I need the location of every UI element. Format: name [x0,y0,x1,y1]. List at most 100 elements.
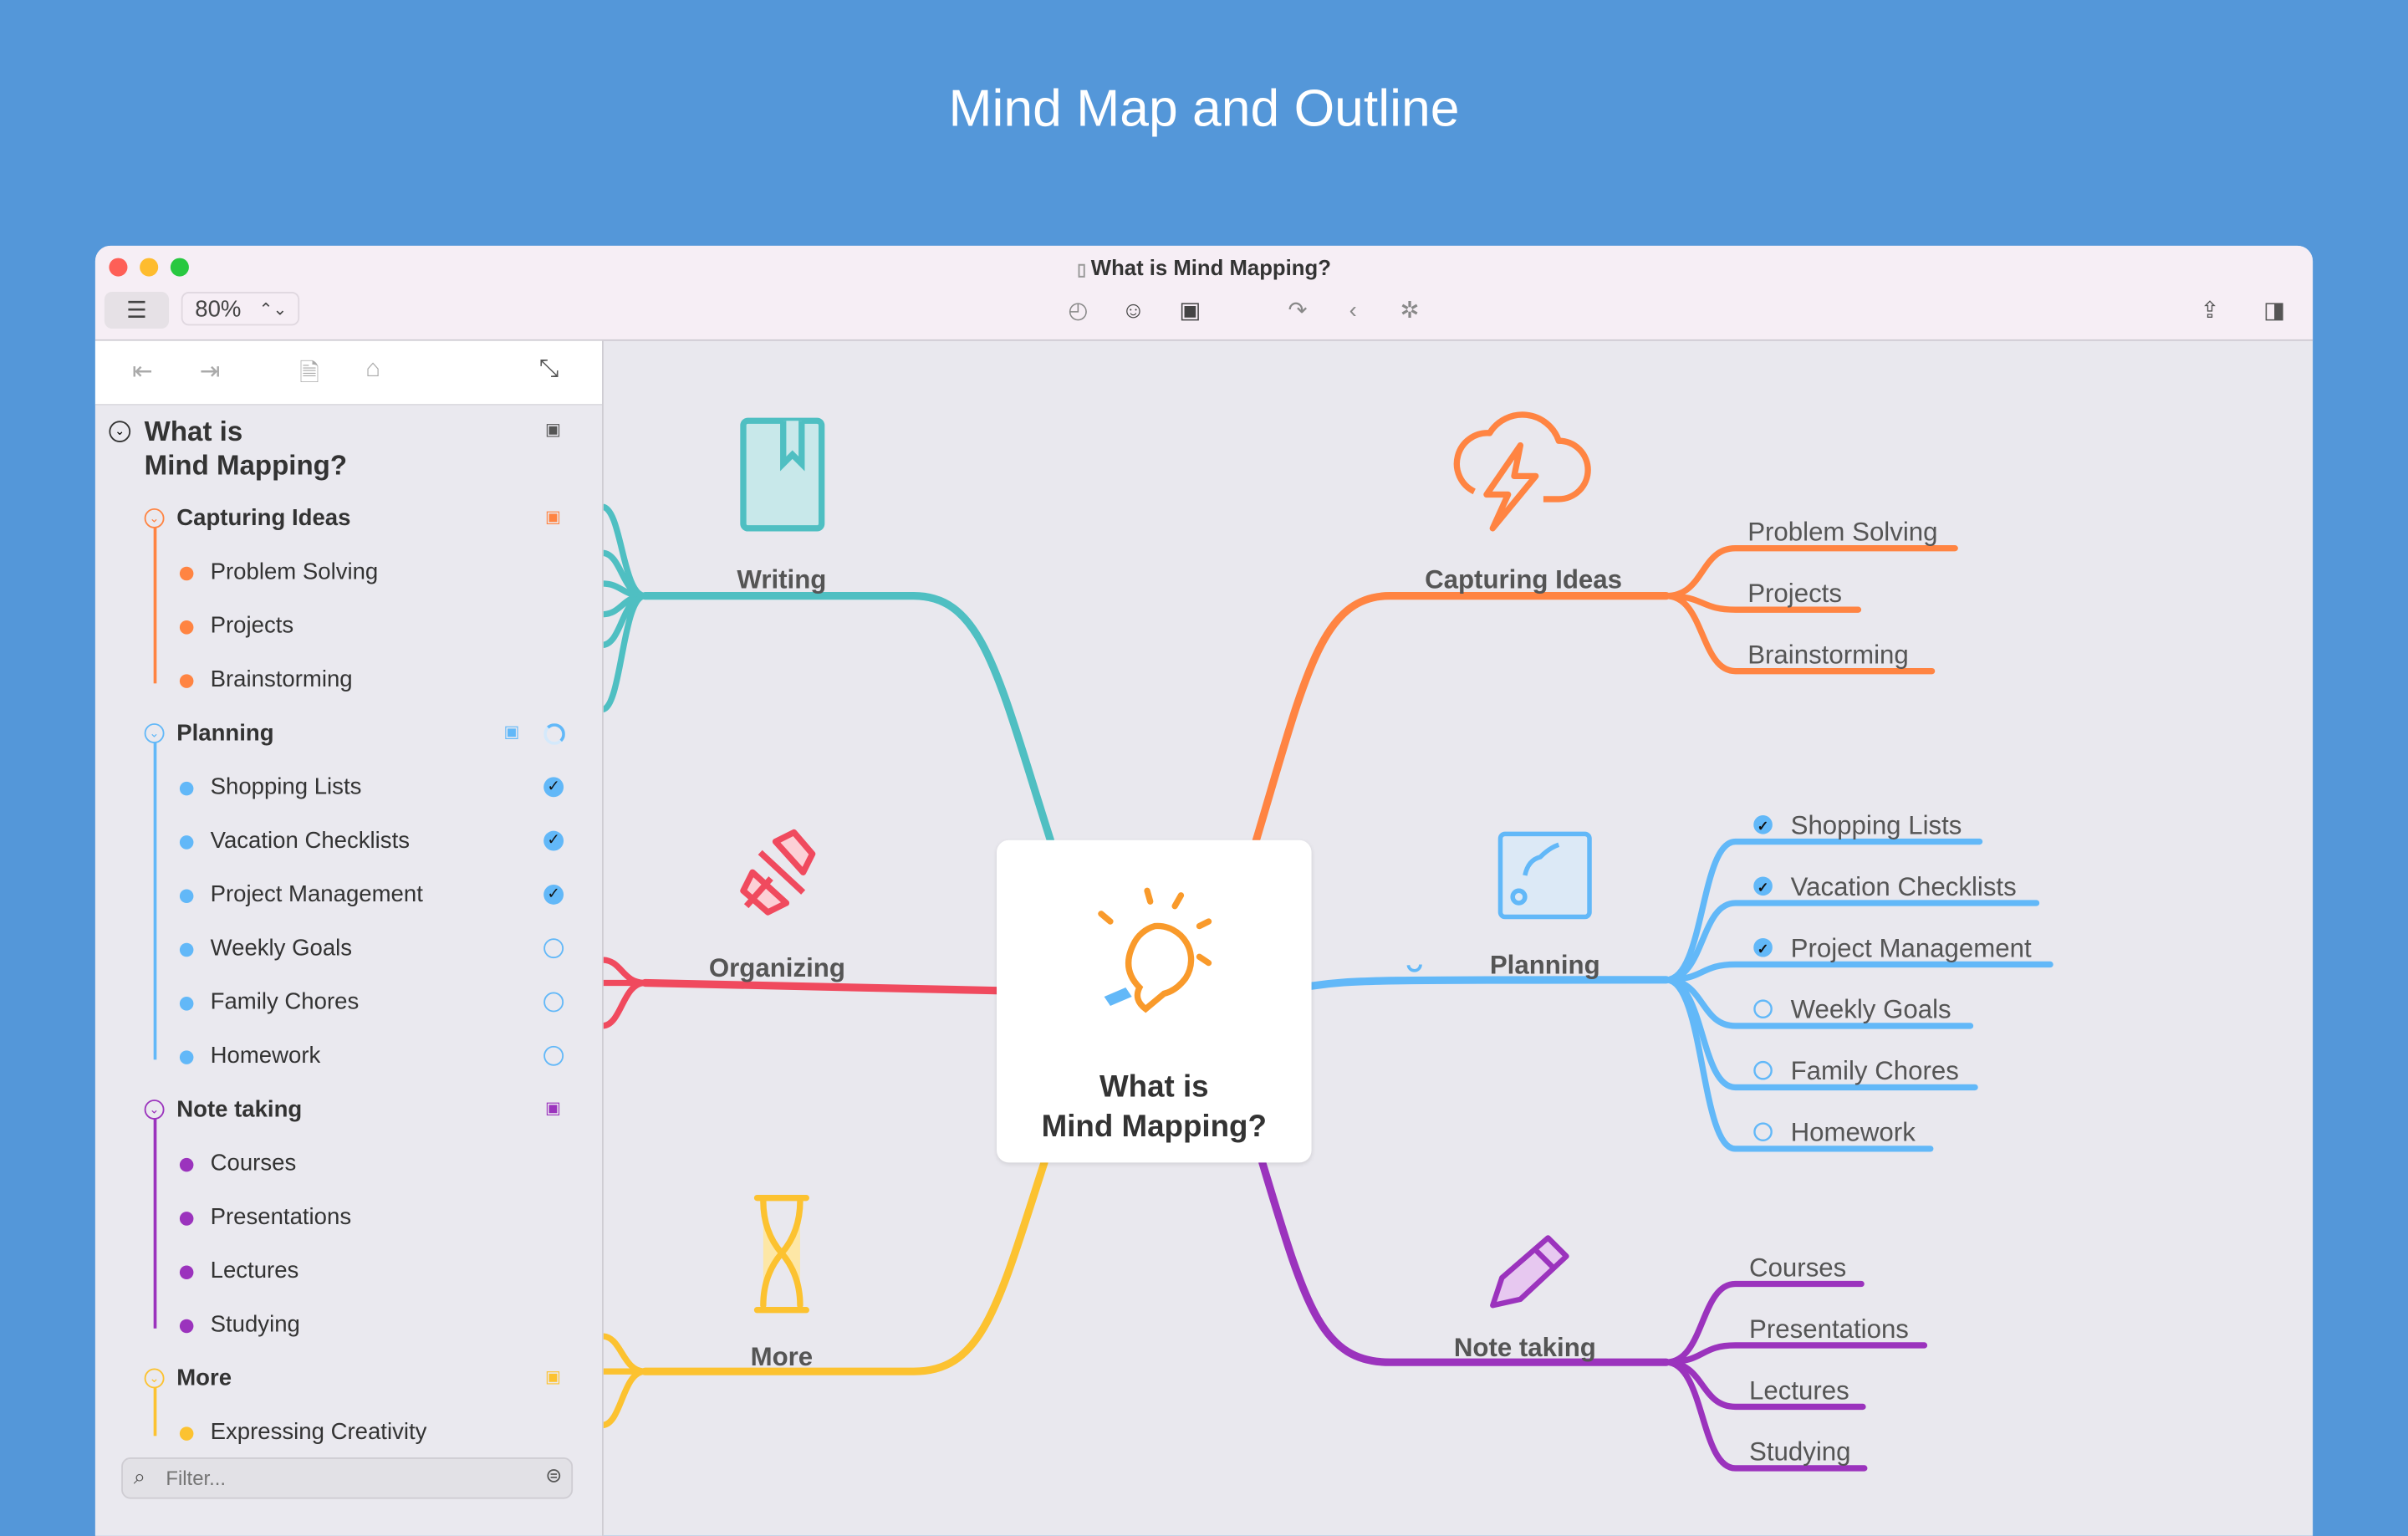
outline-toolbar: ⇤ ⇥ 🗎 ⌂ ⤡ [94,340,602,406]
unchecked-checkbox[interactable] [1753,999,1773,1019]
back-icon[interactable]: ‹ [1349,297,1357,324]
outline-item[interactable]: Presentations [95,1195,602,1241]
collapse-icon[interactable]: ⌄ [144,723,165,743]
outline-toggle-button[interactable]: ☰ [104,291,170,329]
unchecked-checkbox[interactable] [543,938,564,959]
outline-group-label: Planning [176,720,274,747]
outline-group-line [153,1118,157,1329]
filter-input[interactable] [162,1465,523,1492]
minimize-button[interactable] [140,258,159,277]
outline-item[interactable]: Problem Solving [95,550,602,596]
outline-root[interactable]: ⌄What is Mind Mapping?▣ [95,415,602,499]
outdent-icon[interactable]: ⇤ [131,359,153,386]
unchecked-checkbox[interactable] [1753,1060,1773,1080]
bullet-icon [179,781,194,796]
checked-checkbox[interactable]: ✓ [543,884,564,905]
outline-item-label: Presentations [210,1203,352,1231]
subtopic[interactable]: Problem Solving [1747,518,1937,547]
task-icon[interactable]: ◴ [1068,298,1089,324]
share-icon[interactable]: ⇪ [2200,298,2220,324]
branch-line [1663,1359,1868,1472]
filter-options-icon[interactable]: ⊜ [545,1463,563,1487]
branch-more [640,1158,1048,1375]
outline-item[interactable]: Courses [95,1141,602,1187]
outline-group-row[interactable]: ⌄ Planning ▣ [95,711,602,757]
subtopic[interactable]: Family Chores [1791,1056,1959,1085]
expand-icon[interactable]: ⤡ [538,356,559,383]
bullet-icon [179,1319,194,1334]
subtopic[interactable]: Homework [1791,1118,1916,1147]
image-icon: ▣ [503,723,520,742]
topic-planning[interactable]: Planning [1490,950,1600,979]
outline-group-row[interactable]: ⌄More▣ [95,1356,602,1402]
outline-group-row[interactable]: ⌄Capturing Ideas▣ [95,496,602,542]
unchecked-checkbox[interactable] [1753,1122,1773,1141]
checked-checkbox[interactable] [1753,815,1773,834]
topic-more[interactable]: More [751,1342,814,1371]
progress-ring-icon [543,723,565,745]
outline-item[interactable]: Family Chores [95,980,602,1026]
outline-item[interactable]: Expressing Creativity [95,1410,602,1456]
outline-item[interactable]: Projects [95,604,602,650]
collapse-icon[interactable]: ⌄ [144,508,165,528]
subtopic[interactable]: Lectures [1749,1375,1849,1405]
outline-item-label: Project Management [210,881,423,908]
note-icon[interactable]: 🗎 [299,360,319,387]
inspector-icon[interactable]: ◨ [2263,298,2286,324]
unchecked-checkbox[interactable] [543,992,564,1013]
topic-note-taking[interactable]: Note taking [1454,1333,1596,1362]
outline-item[interactable]: Homework [95,1033,602,1079]
outline-item-label: Brainstorming [210,666,353,693]
subtopic[interactable]: Brainstorming [1747,640,1909,669]
outline-item[interactable]: Vacation Checklists✓ [95,819,602,865]
subtopic[interactable]: Weekly Goals [1791,995,1951,1024]
filter-field[interactable]: ⌕ ⊜ [121,1457,574,1499]
checked-checkbox[interactable]: ✓ [543,777,564,798]
outline-item-label: Lectures [210,1258,299,1284]
subtopic[interactable]: Studying [1749,1437,1851,1467]
outline-item[interactable]: Project Management ✓ [95,872,602,918]
subtopic[interactable]: Projects [1747,579,1842,608]
topic-writing[interactable]: Writing [737,564,826,594]
bullet-icon [179,942,194,957]
unchecked-checkbox[interactable] [543,1045,564,1066]
subtopic[interactable]: Project Management [1791,933,2032,962]
subtopic[interactable]: Shopping Lists [1791,810,1962,839]
outline-group-row[interactable]: ⌄Note taking▣ [95,1087,602,1133]
outline-item[interactable]: Weekly Goals [95,926,602,972]
zoom-window-button[interactable] [170,258,189,277]
bullet-icon [179,1050,194,1064]
outline-group-line [153,1386,157,1436]
subtopic[interactable]: Courses [1749,1253,1846,1282]
branch-line [603,1333,649,1375]
outline-sidebar: ⇤ ⇥ 🗎 ⌂ ⤡ ⌄ What is Mind Mapping? ▣ ⌄Captur… [94,340,604,1536]
outline-item[interactable]: Lectures [95,1248,602,1294]
topic-organizing[interactable]: Organizing [709,953,845,982]
redo-icon[interactable]: ↷ [1288,298,1308,324]
emoji-icon[interactable]: ☺ [1121,297,1145,324]
focus-icon[interactable]: ✲ [1400,298,1420,324]
subtopic[interactable]: Vacation Checklists [1791,872,2017,901]
pushpin-icon [740,829,816,916]
collapse-icon[interactable]: ⌄ [144,1368,165,1389]
outline-item[interactable]: Brainstorming [95,657,602,703]
outline-root-title: What is Mind Mapping? [144,416,348,481]
checked-checkbox[interactable]: ✓ [543,830,564,851]
outline-item[interactable]: Studying [95,1303,602,1349]
outline-item-label: Shopping Lists [210,773,362,800]
indent-icon[interactable]: ⇥ [199,359,221,386]
zoom-select[interactable]: 80%⌃⌄ [181,291,300,326]
collapse-icon[interactable]: ⌄ [109,421,131,442]
central-topic[interactable]: What is Mind Mapping? [997,839,1312,1163]
collapse-icon[interactable]: ⌄ [144,1100,165,1120]
subtopic[interactable]: Presentations [1749,1314,1909,1344]
checked-checkbox[interactable] [1753,937,1773,957]
outline-item[interactable]: Shopping Lists ✓ [95,765,602,811]
checked-checkbox[interactable] [1753,876,1773,896]
image-icon[interactable]: ▣ [1179,298,1201,324]
topic-capturing-ideas[interactable]: Capturing Ideas [1425,564,1622,594]
title-bar: ▯ What is Mind Mapping? ☰ 80%⌃⌄ ◴ ☺ ▣ ↷ … [94,245,2314,341]
close-button[interactable] [109,258,128,277]
tag-icon[interactable]: ⌂ [365,356,380,383]
